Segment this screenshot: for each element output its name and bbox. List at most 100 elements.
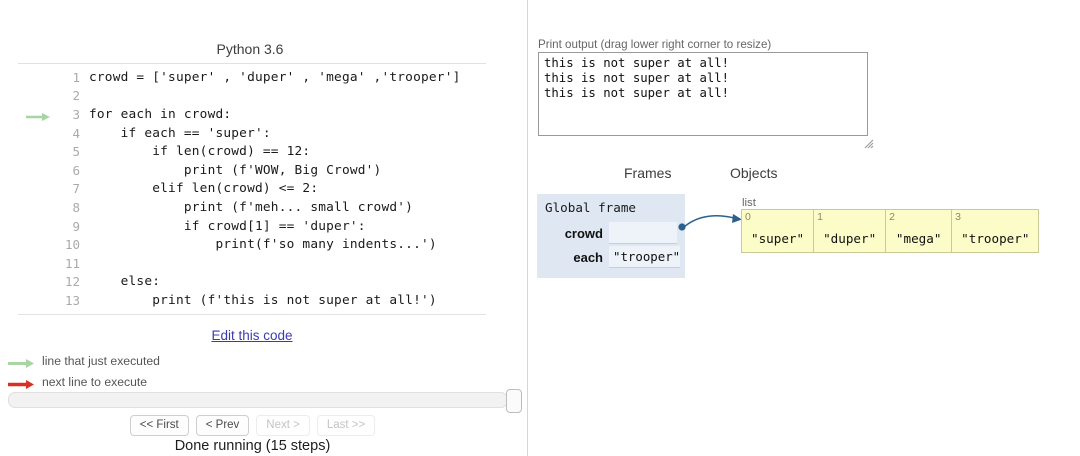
code-line-row: 13 print (f'this is not super at all!') — [18, 291, 486, 310]
code-gutter-marker — [18, 180, 56, 199]
code-gutter-marker — [18, 105, 56, 124]
list-cell: 3"trooper" — [952, 210, 1039, 252]
code-listing: 1 crowd = ['super' , 'duper' , 'mega' ,'t… — [18, 68, 486, 310]
code-line-row: 6 print (f'WOW, Big Crowd') — [18, 161, 486, 180]
code-line-number: 13 — [64, 292, 80, 308]
legend-row-next: next line to execute — [8, 373, 160, 391]
resize-handle-icon[interactable] — [864, 136, 874, 149]
list-cell-value: "super" — [751, 231, 805, 246]
variable-name: each — [573, 249, 603, 265]
code-line-row: 1 crowd = ['super' , 'duper' , 'mega' ,'t… — [18, 68, 486, 87]
frame-variable-row: crowd — [545, 221, 677, 245]
code-line-row: 3 for each in crowd: — [18, 105, 486, 124]
legend-row-executed: line that just executed — [8, 352, 160, 370]
first-button[interactable]: << First — [129, 415, 189, 436]
code-line-text: if crowd[1] == 'duper': — [89, 218, 366, 234]
list-cell-value: "mega" — [895, 231, 942, 246]
code-line-text: if len(crowd) == 12: — [89, 144, 311, 160]
variable-value — [609, 222, 677, 244]
code-top-divider — [18, 63, 486, 64]
code-bottom-divider — [18, 314, 486, 315]
code-gutter-marker — [18, 235, 56, 254]
code-gutter-marker — [18, 291, 56, 310]
code-line-row: 8 print (f'meh... small crowd') — [18, 198, 486, 217]
code-line-number: 6 — [72, 162, 80, 178]
variable-name: crowd — [564, 225, 603, 241]
list-cell-index: 3 — [955, 211, 961, 223]
code-gutter-marker — [18, 254, 56, 273]
frame-variable-row: each "trooper" — [545, 245, 681, 269]
frames-heading: Frames — [624, 165, 672, 181]
code-line-text: print (f'WOW, Big Crowd') — [89, 162, 382, 178]
python-version-label: Python 3.6 — [216, 41, 284, 57]
code-line-text: print (f'meh... small crowd') — [89, 199, 414, 215]
execution-step-slider[interactable] — [8, 389, 522, 413]
list-cell-index: 2 — [889, 211, 895, 223]
list-cell-value: "duper" — [823, 231, 877, 246]
code-gutter-marker — [18, 161, 56, 180]
code-line-text: crowd = ['super' , 'duper' , 'mega' ,'tr… — [89, 69, 461, 85]
code-line-number: 1 — [72, 69, 80, 85]
execution-status-label: Done running (15 steps) — [174, 438, 331, 454]
list-cell: 1"duper" — [814, 210, 887, 252]
variable-value: "trooper" — [609, 246, 681, 268]
code-line-text: else: — [89, 274, 161, 290]
code-line-number: 3 — [72, 106, 80, 122]
code-panel: Python 3.6 1 crowd = ['super' , 'duper' ,… — [0, 0, 527, 456]
next-button: Next > — [256, 415, 310, 436]
list-object-box: 0"super"1"duper"2"mega"3"trooper" — [741, 209, 1040, 253]
list-cell: 0"super" — [742, 210, 815, 252]
list-cell-value: "trooper" — [961, 231, 1030, 246]
visualization-panel: Print output (drag lower right corner to… — [528, 0, 1080, 456]
code-line-row: 12 else: — [18, 273, 486, 292]
code-gutter-marker — [18, 217, 56, 236]
legend-label-next: next line to execute — [42, 375, 148, 389]
print-output-label: Print output (drag lower right corner to… — [538, 38, 772, 51]
code-line-number: 2 — [72, 88, 80, 104]
code-line-row: 2 — [18, 87, 486, 106]
global-frame-box: Global frame crowd each "trooper" — [537, 194, 685, 278]
prev-button[interactable]: < Prev — [195, 415, 250, 436]
code-line-row: 11 — [18, 254, 486, 273]
code-line-row: 7 elif len(crowd) <= 2: — [18, 180, 486, 199]
code-line-number: 5 — [72, 144, 80, 160]
code-line-text: for each in crowd: — [89, 106, 232, 122]
code-line-text: print (f'this is not super at all!') — [89, 292, 437, 308]
code-line-number: 9 — [72, 218, 80, 234]
last-button: Last >> — [316, 415, 376, 436]
code-line-text — [87, 254, 486, 273]
red-arrow-icon — [8, 377, 36, 389]
list-cell-index: 0 — [745, 211, 751, 223]
code-line-row: 5 if len(crowd) == 12: — [18, 142, 486, 161]
code-gutter-marker — [18, 273, 56, 292]
code-line-number: 7 — [72, 181, 80, 197]
legend-label-executed: line that just executed — [42, 354, 160, 368]
code-line-row: 9 if crowd[1] == 'duper': — [18, 217, 486, 236]
code-line-number: 4 — [72, 125, 80, 141]
code-line-number: 12 — [64, 274, 80, 290]
code-line-text: print(f'so many indents...') — [89, 237, 437, 253]
global-frame-title: Global frame — [545, 200, 636, 215]
execution-legend: line that just executed next line to exe… — [8, 352, 160, 394]
green-arrow-icon — [8, 356, 36, 368]
list-cell: 2"mega" — [886, 210, 953, 252]
code-line-text: if each == 'super': — [89, 125, 271, 141]
code-gutter-marker — [18, 124, 56, 143]
step-navigation-buttons: << First < Prev Next > Last >> — [0, 415, 505, 436]
print-output-textarea[interactable]: this is not super at all! this is not su… — [538, 52, 868, 136]
code-line-number: 11 — [64, 255, 80, 271]
edit-this-code-link[interactable]: Edit this code — [211, 328, 293, 343]
code-line-text: elif len(crowd) <= 2: — [89, 181, 319, 197]
code-gutter-marker — [18, 198, 56, 217]
code-gutter-marker — [18, 87, 56, 106]
code-line-row: 10 print(f'so many indents...') — [18, 235, 486, 254]
code-gutter-marker — [18, 142, 56, 161]
code-line-row: 4 if each == 'super': — [18, 124, 486, 143]
green-arrow-icon — [26, 109, 52, 122]
list-cell-index: 1 — [817, 211, 823, 223]
object-type-label: list — [742, 197, 756, 209]
objects-heading: Objects — [730, 165, 778, 181]
slider-handle[interactable] — [506, 389, 522, 413]
code-gutter-marker — [18, 68, 56, 87]
panel-divider — [527, 0, 528, 456]
